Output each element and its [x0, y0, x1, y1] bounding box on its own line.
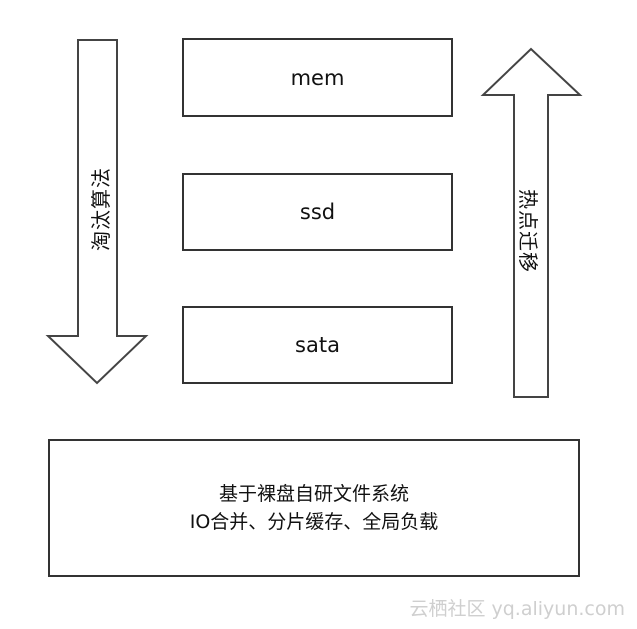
- down-arrow: [45, 39, 149, 385]
- base-layer-box: 基于裸盘自研文件系统 IO合并、分片缓存、全局负载: [48, 439, 580, 577]
- base-line-1: 基于裸盘自研文件系统: [218, 483, 409, 505]
- tier-mem-box: mem: [182, 38, 453, 117]
- watermark: 云栖社区 yq.aliyun.com: [409, 598, 625, 620]
- up-arrow: [480, 47, 583, 398]
- base-line-2: IO合并、分片缓存、全局负载: [189, 511, 439, 533]
- tier-ssd-box: ssd: [182, 173, 453, 251]
- tier-mem-label: mem: [290, 65, 345, 90]
- right-arrow-label: 热点迁移: [516, 189, 540, 273]
- tier-ssd-label: ssd: [299, 200, 336, 224]
- left-arrow-label: 淘汰算法: [89, 167, 113, 251]
- tier-sata-label: sata: [295, 333, 340, 357]
- tier-sata-box: sata: [182, 306, 453, 384]
